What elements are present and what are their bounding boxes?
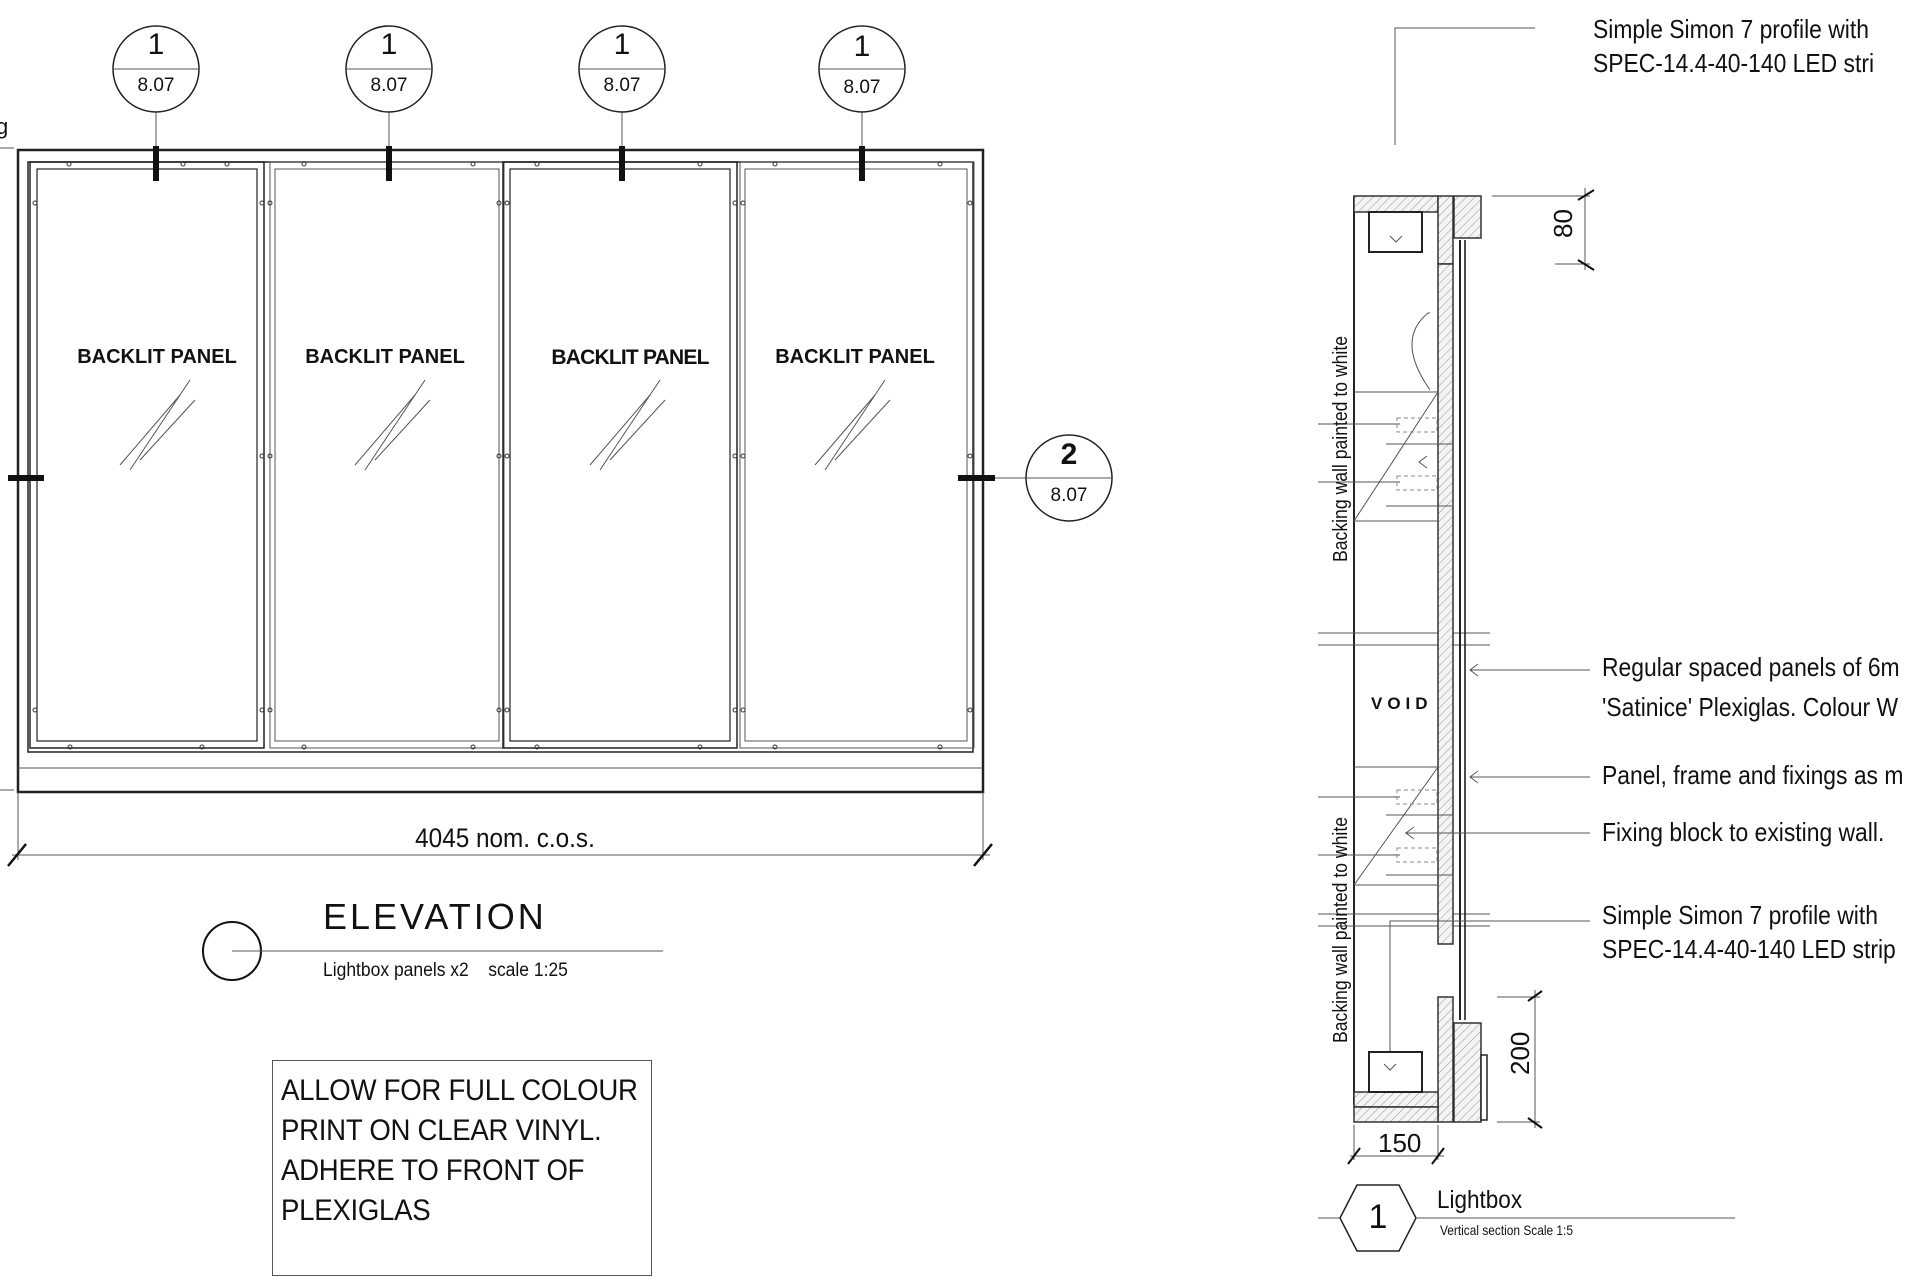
svg-text:g: g [0,114,8,139]
panel-1 [29,161,265,749]
marker-top-4-sheet: 8.07 [843,77,881,98]
panel-3 [502,161,738,749]
marker-top-1-sheet: 8.07 [137,75,175,96]
marker-top-4-number: 1 [853,30,871,63]
backing-wall-label-lower: Backing wall painted to white [1330,816,1352,1043]
panel-4 [739,161,975,749]
section-subtitle: Vertical section Scale 1:5 [1440,1222,1573,1238]
callout-line: 'Satinice' Plexiglas. Colour W [1602,692,1899,722]
callout-bottom-led-profile: Simple Simon 7 profile with SPEC-14.4-40… [1602,898,1896,966]
marker-side-sheet: 8.07 [1050,485,1088,506]
elevation-title: ELEVATION [323,896,547,937]
panel-4-label: BACKLIT PANEL [775,346,935,368]
callout-line: SPEC-14.4-40-140 LED strip [1602,934,1896,964]
elevation-subtitle: Lightbox panels x2 scale 1:25 [323,960,568,981]
section-title: Lightbox [1437,1186,1523,1214]
note-line: ALLOW FOR FULL COLOUR [281,1074,638,1107]
dimension-150: 150 [1378,1128,1422,1158]
note-line: ADHERE TO FRONT OF [281,1154,585,1187]
callout-line: Simple Simon 7 profile with [1593,14,1869,44]
callout-line: SPEC-14.4-40-140 LED stri [1593,48,1875,78]
marker-top-3-sheet: 8.07 [603,75,641,96]
void-label: VOID [1371,694,1433,713]
panel-2-label: BACKLIT PANEL [305,346,465,368]
elevation-title-marker [202,921,663,981]
section-drawing [1318,27,1735,1252]
callout-top-led-profile: Simple Simon 7 profile with SPEC-14.4-40… [1593,12,1874,80]
callout-panel-frame-fixings: Panel, frame and fixings as m [1602,758,1903,792]
callout-line: Simple Simon 7 profile with [1602,900,1878,930]
section-marker-number: 1 [1368,1198,1388,1236]
marker-top-2-number: 1 [380,28,398,61]
section-marker-top-1[interactable] [112,25,200,113]
marker-top-1-number: 1 [147,28,165,61]
section-marker-top-4[interactable] [818,25,906,113]
callout-line: Panel, frame and fixings as m [1602,760,1904,790]
note-line: PLEXIGLAS [281,1194,431,1227]
marker-side-number: 2 [1060,438,1078,471]
backing-wall-label-upper: Backing wall painted to white [1330,335,1352,562]
section-marker-top-2[interactable] [345,25,433,113]
lightbox-outer-frame [16,148,985,794]
note-line: PRINT ON CLEAR VINYL. [281,1114,602,1147]
panel-1-label: BACKLIT PANEL [77,346,237,368]
callout-fixing-block: Fixing block to existing wall. [1602,815,1884,849]
callout-line: Fixing block to existing wall. [1602,817,1885,847]
marker-top-2-sheet: 8.07 [370,75,408,96]
note-box: ALLOW FOR FULL COLOUR PRINT ON CLEAR VIN… [272,1060,652,1276]
callout-plexiglas-panels: Regular spaced panels of 6m 'Satinice' P… [1602,650,1900,724]
panel-3-label: BACKLIT PANEL [551,346,709,369]
section-marker-side[interactable] [1025,434,1113,522]
callout-line: Regular spaced panels of 6m [1602,652,1900,682]
dimension-200: 200 [1505,1031,1535,1075]
elevation-drawing: g [0,112,1027,867]
section-marker-top-3[interactable] [578,25,666,113]
dimension-80: 80 [1548,209,1578,238]
panel-2 [269,161,505,749]
overall-dimension-label: 4045 nom. c.o.s. [415,823,595,853]
marker-top-3-number: 1 [613,28,631,61]
